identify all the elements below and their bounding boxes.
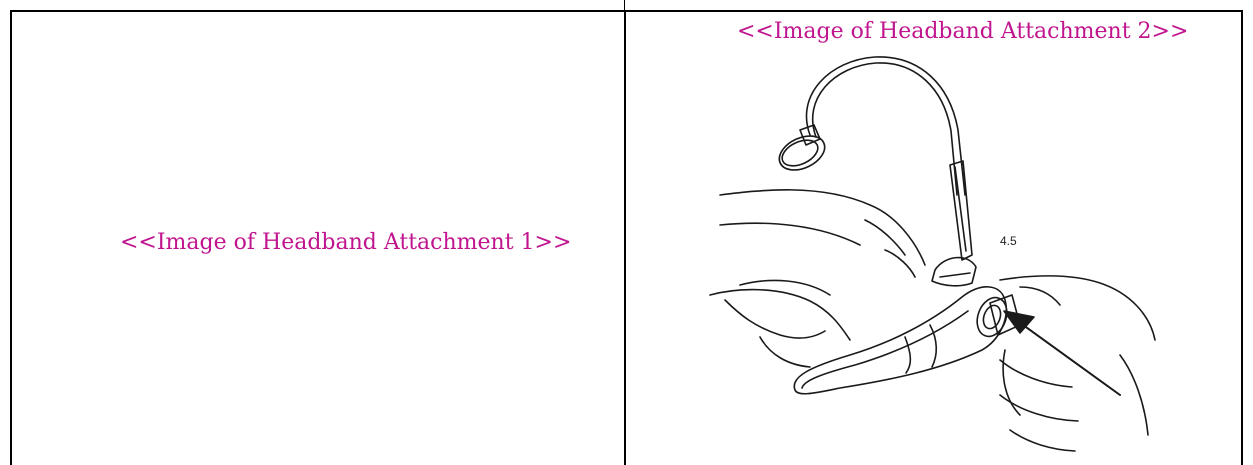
headband-arc bbox=[805, 56, 966, 196]
table-border-right bbox=[1241, 10, 1243, 465]
right-hand-icon bbox=[999, 275, 1156, 452]
headband-attachment-1-placeholder: <<Image of Headband Attachment 1>> bbox=[120, 230, 572, 255]
ear-cushion-icon bbox=[778, 124, 826, 171]
headband-attachment-2-placeholder: <<Image of Headband Attachment 2>> bbox=[737, 19, 1189, 44]
table-border-left bbox=[10, 10, 12, 465]
step-number-label: 4.5 bbox=[1000, 234, 1017, 248]
top-divider-tick bbox=[624, 0, 625, 10]
table-border-top bbox=[10, 10, 1242, 12]
headset-body-icon bbox=[793, 286, 1008, 395]
headset-illustration: 4.5 bbox=[700, 55, 1160, 465]
headband-slider bbox=[949, 160, 973, 261]
insert-direction-arrow-icon bbox=[1003, 310, 1121, 396]
table-column-divider bbox=[624, 10, 626, 465]
left-hand-icon bbox=[709, 189, 926, 368]
headset-pivot bbox=[931, 256, 977, 287]
